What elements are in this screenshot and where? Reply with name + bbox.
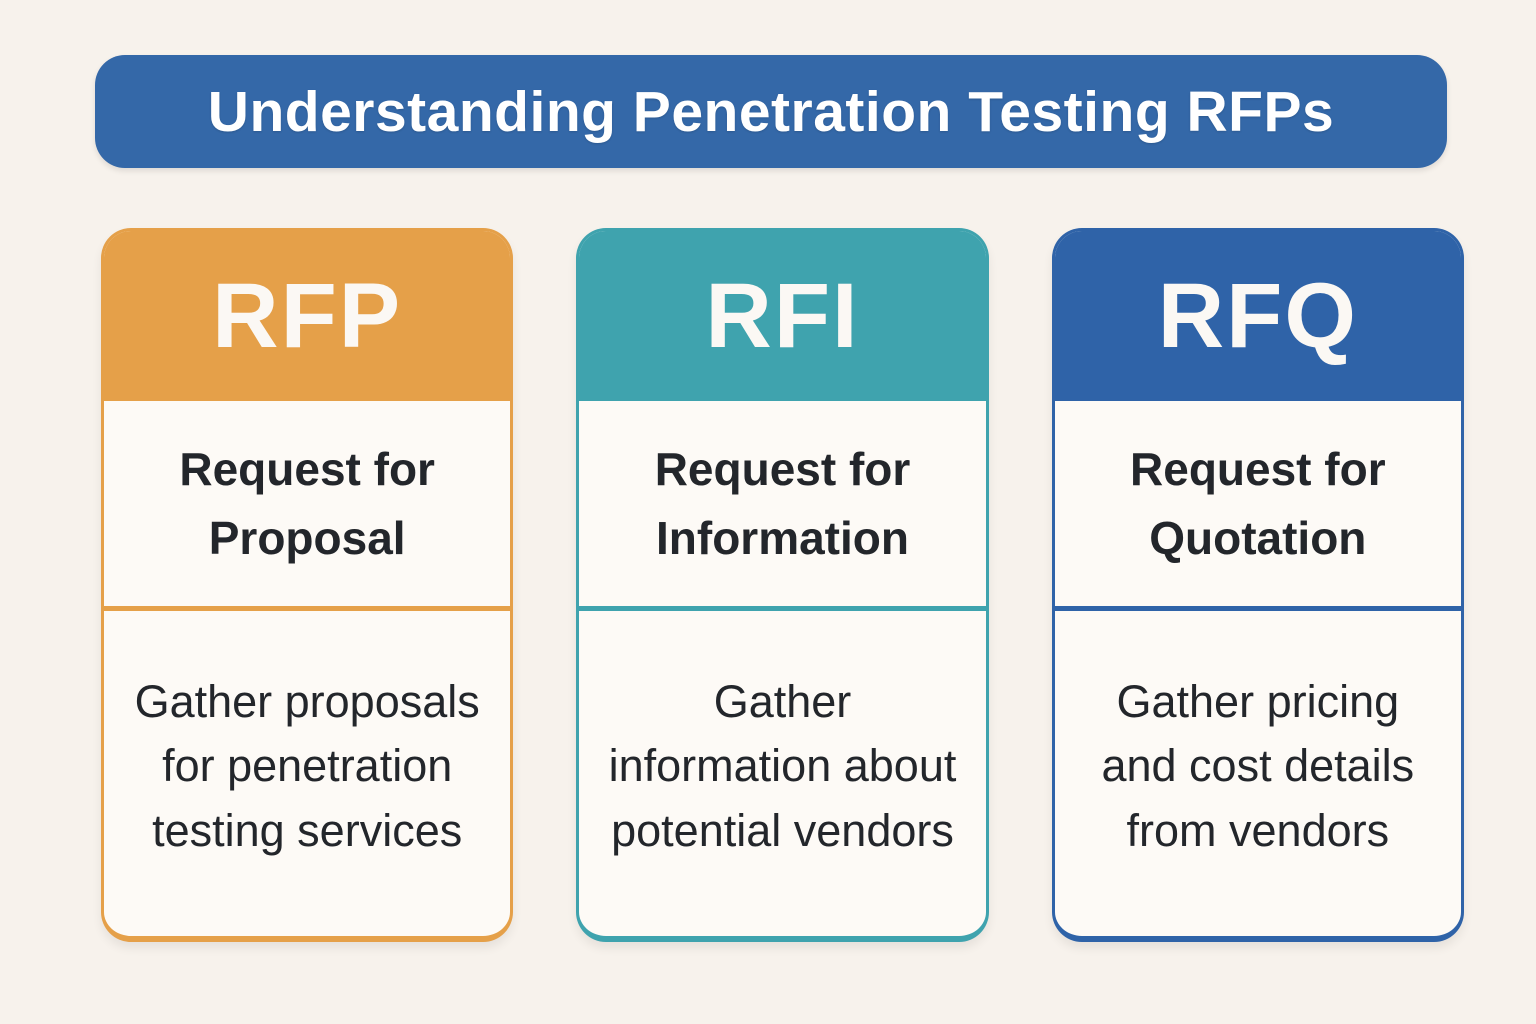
card-rfq-expansion: Request for Quotation	[1054, 401, 1461, 611]
title-banner: Understanding Penetration Testing RFPs	[95, 55, 1447, 168]
card-rfq: RFQ Request for Quotation Gather pricing…	[1051, 228, 1464, 942]
card-rfq-acronym: RFQ	[1157, 265, 1358, 367]
card-rfp-description: Gather proposals for penetration testing…	[134, 675, 480, 856]
card-rfp-header: RFP	[104, 231, 511, 401]
card-rfp-acronym: RFP	[212, 265, 403, 367]
card-rfi-expansion: Request for Information	[579, 401, 986, 611]
page-title: Understanding Penetration Testing RFPs	[207, 79, 1335, 144]
card-rfp-expansion: Request for Proposal	[104, 401, 511, 611]
card-rfi-description: Gather information about potential vendo…	[608, 675, 957, 856]
card-rfi-header: RFI	[579, 231, 986, 401]
card-rfp: RFP Request for Proposal Gather proposal…	[101, 228, 514, 942]
card-rfi: RFI Request for Information Gather infor…	[576, 228, 989, 942]
cards-row: RFP Request for Proposal Gather proposal…	[101, 228, 1464, 942]
card-rfi-acronym: RFI	[705, 265, 860, 367]
card-rfq-description: Gather pricing and cost details from ven…	[1101, 675, 1415, 856]
card-rfq-header: RFQ	[1054, 231, 1461, 401]
